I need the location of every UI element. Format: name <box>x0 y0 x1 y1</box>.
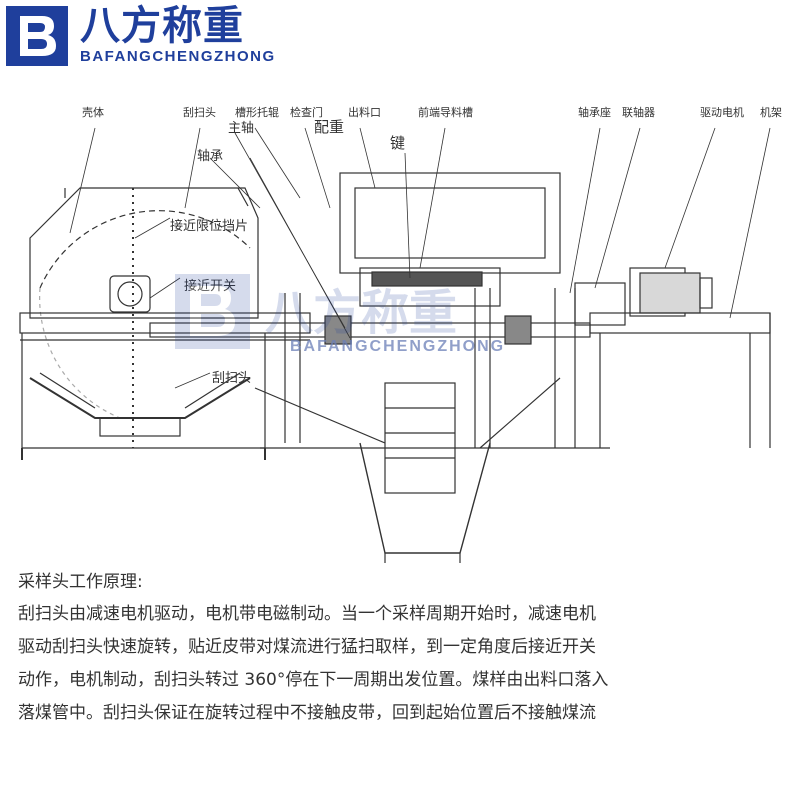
description: 采样头工作原理: 刮扫头由减速电机驱动，电机带电磁制动。当一个采样周期开始时，减… <box>18 566 788 730</box>
rotation-arc <box>39 210 251 289</box>
description-line-3: 动作，电机制动，刮扫头转过 360°停在下一周期出发位置。煤样由出料口落入 <box>18 670 609 690</box>
idler-roller <box>99 417 181 437</box>
coupling <box>574 282 626 326</box>
description-title: 采样头工作原理: <box>18 572 143 592</box>
description-line-1: 刮扫头由减速电机驱动，电机带电磁制动。当一个采样周期开始时，减速电机 <box>18 604 596 624</box>
middle-post <box>284 293 301 443</box>
label-outlet: 出料口 <box>348 105 381 119</box>
shell-ears <box>64 187 249 207</box>
bearing-left <box>324 315 352 345</box>
drive-motor <box>639 272 701 314</box>
label-bearing-seat: 轴承座 <box>578 105 611 119</box>
label-proximity-switch: 接近开关 <box>184 278 236 294</box>
watermark-text: BAFANGCHENGZHONG <box>290 338 506 355</box>
trough-inner <box>39 372 241 409</box>
inspection-door <box>384 382 456 494</box>
counterweight-block <box>371 271 483 287</box>
diagram-svg: 壳体 刮扫头 槽形托辊 检查门 出料口 前端导料槽 轴承座 联轴器 驱动电机 机… <box>19 105 782 563</box>
label-shell: 壳体 <box>82 105 104 119</box>
front-chute <box>359 267 501 307</box>
label-main-shaft: 主轴 <box>228 121 254 136</box>
label-counterweight: 配重 <box>314 118 344 136</box>
label-front-chute: 前端导料槽 <box>418 105 473 119</box>
outlet-chute-inner <box>354 187 546 259</box>
scraper-hub-circle <box>117 281 143 307</box>
label-drive-motor: 驱动电机 <box>700 105 744 119</box>
chute-posts <box>474 288 576 448</box>
description-line-4: 落煤管中。刮扫头保证在旋转过程中不接触皮带，回到起始位置后不接触煤流 <box>18 703 596 723</box>
label-inspection-door: 检查门 <box>290 105 323 119</box>
label-key: 键 <box>390 134 405 152</box>
description-line-2: 驱动刮扫头快速旋转，贴近皮带对煤流进行猛扫取样，到一定角度后接近开关 <box>18 637 596 657</box>
label-trough-idler: 槽形托辊 <box>235 105 279 119</box>
scraper-hub <box>109 275 151 313</box>
shell-outline <box>29 187 259 319</box>
label-scraper-head: 刮扫头 <box>183 105 216 119</box>
right-frame-legs <box>599 313 771 448</box>
braces <box>254 377 561 449</box>
brand-name: 八方称重 <box>80 3 244 49</box>
bearing-right <box>504 315 532 345</box>
label-coupling: 联轴器 <box>622 105 655 119</box>
label-frame: 机架 <box>760 105 782 119</box>
label-proximity-plate: 接近限位挡片 <box>170 218 248 234</box>
rotation-arc-lower <box>39 287 121 419</box>
left-frame <box>21 333 266 449</box>
label-scraper-lower: 刮扫头 <box>212 371 251 386</box>
motor-end <box>699 277 713 309</box>
label-bearing: 轴承 <box>197 149 223 164</box>
sampler-diagram: 壳体 刮扫头 槽形托辊 检查门 出料口 前端导料槽 轴承座 联轴器 驱动电机 机… <box>0 88 800 570</box>
logo-icon <box>6 6 68 66</box>
header: 八方称重 BAFANGCHENGZHONG <box>0 0 800 80</box>
coal-drop-pipe <box>359 442 491 554</box>
brand-subtitle: BAFANGCHENGZHONG <box>80 48 276 65</box>
